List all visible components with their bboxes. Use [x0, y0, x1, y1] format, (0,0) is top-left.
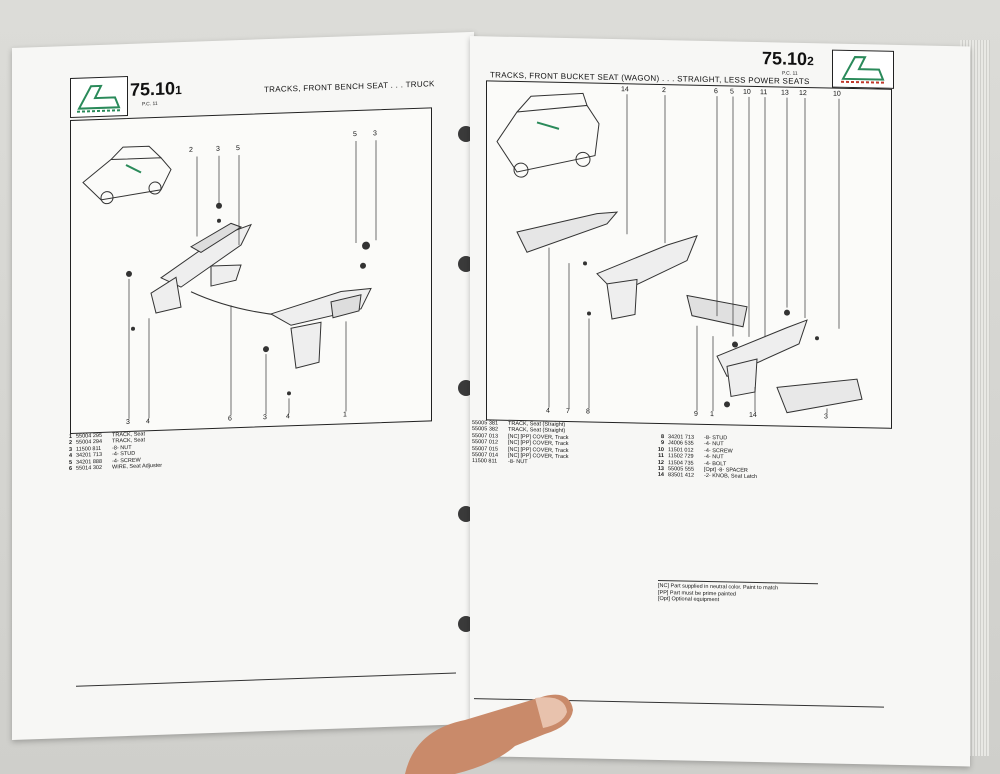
callout-b4: 4: [546, 407, 550, 415]
right-page: 75.102 P.C. 11 TRACKS, FRONT BUCKET SEAT…: [470, 36, 970, 767]
callout-b6: 6: [228, 415, 232, 423]
left-page: 75.101 P.C. 11 TRACKS, FRONT BENCH SEAT …: [12, 31, 474, 741]
callout-3b: 3: [373, 130, 377, 138]
callout-b4: 4: [146, 418, 150, 426]
left-page-title: TRACKS, FRONT BENCH SEAT . . . TRUCK: [264, 79, 435, 95]
callout-2: 2: [189, 146, 193, 154]
callout-b9: 9: [694, 410, 698, 418]
truck-inset-icon: [82, 145, 172, 205]
callout-b3: 3: [126, 418, 130, 427]
callout-14: 14: [621, 86, 629, 94]
callout-6: 6: [714, 88, 718, 96]
callout-3: 3: [216, 145, 220, 153]
callout-b3: 3: [824, 413, 828, 421]
callout-b8: 8: [586, 408, 590, 416]
bucket-seat-track-diagram: [496, 92, 863, 414]
seat-logo-icon: [70, 75, 128, 118]
left-pc-label: P.C. 11: [142, 100, 158, 108]
callout-b4b: 4: [286, 413, 290, 421]
callout-b14: 14: [749, 411, 757, 420]
right-page-number: 75.102: [762, 48, 814, 70]
callout-5: 5: [236, 145, 240, 153]
callout-b1: 1: [343, 411, 347, 419]
callout-b1: 1: [710, 411, 714, 419]
left-diagram-frame: 2 3 5 5 3 3 4 6 3 4 1: [70, 107, 432, 434]
callout-5: 5: [730, 88, 734, 96]
hand-image: [405, 694, 573, 774]
left-page-number: 75.101: [130, 78, 182, 100]
callout-11: 11: [760, 89, 768, 97]
right-diagram-frame: 14 2 6 5 10 11 13 12 10 4 7 8 9 1 14 3: [486, 80, 892, 429]
callout-2: 2: [662, 87, 666, 95]
wagon-inset-icon: [496, 92, 600, 178]
callout-13: 13: [781, 89, 789, 97]
callout-b3b: 3: [263, 414, 267, 422]
left-footer-rule: [76, 672, 456, 687]
callout-10: 10: [743, 88, 751, 96]
bench-seat-track-diagram: [82, 140, 377, 419]
seat-logo-icon: [832, 49, 894, 89]
callout-b7: 7: [566, 408, 570, 416]
abbreviation-notes: [NC] Part supplied in neutral color. Pai…: [658, 579, 818, 606]
callout-12: 12: [799, 89, 807, 98]
callout-5b: 5: [353, 130, 357, 139]
callout-10b: 10: [833, 90, 841, 98]
